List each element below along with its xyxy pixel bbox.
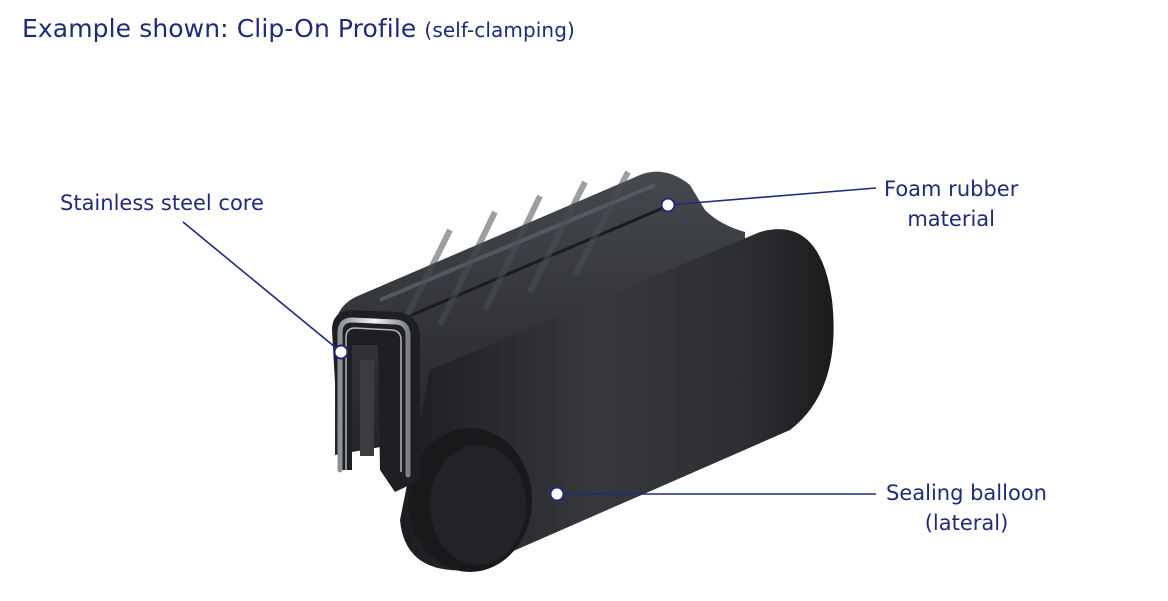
- core-leader: [182, 221, 342, 353]
- clip-profile-face: [332, 310, 420, 492]
- callout-stainless-steel-core: Stainless steel core: [60, 188, 264, 218]
- core-label: Stainless steel core: [60, 191, 264, 215]
- seal-dot: [549, 486, 565, 502]
- foam-leader: [667, 187, 877, 206]
- title-main: Example shown: Clip-On Profile: [22, 14, 417, 43]
- callout-dots: [333, 197, 676, 502]
- steel-core: [337, 317, 411, 478]
- foam-label-line1: Foam rubber: [884, 177, 1019, 201]
- seal-label-line1: Sealing balloon: [886, 481, 1047, 505]
- sealing-balloon-body: [400, 229, 834, 572]
- page-title: Example shown: Clip-On Profile (self-cla…: [22, 14, 575, 43]
- core-dot: [333, 344, 349, 360]
- callout-sealing-balloon: Sealing balloon (lateral): [886, 478, 1047, 538]
- callout-leaders: [182, 187, 877, 495]
- callout-foam-rubber: Foam rubber material: [884, 174, 1018, 234]
- title-subtitle: (self-clamping): [424, 18, 575, 42]
- foam-label-line2: material: [907, 207, 995, 231]
- seal-label-line2: (lateral): [924, 511, 1009, 535]
- foam-dot: [660, 197, 676, 213]
